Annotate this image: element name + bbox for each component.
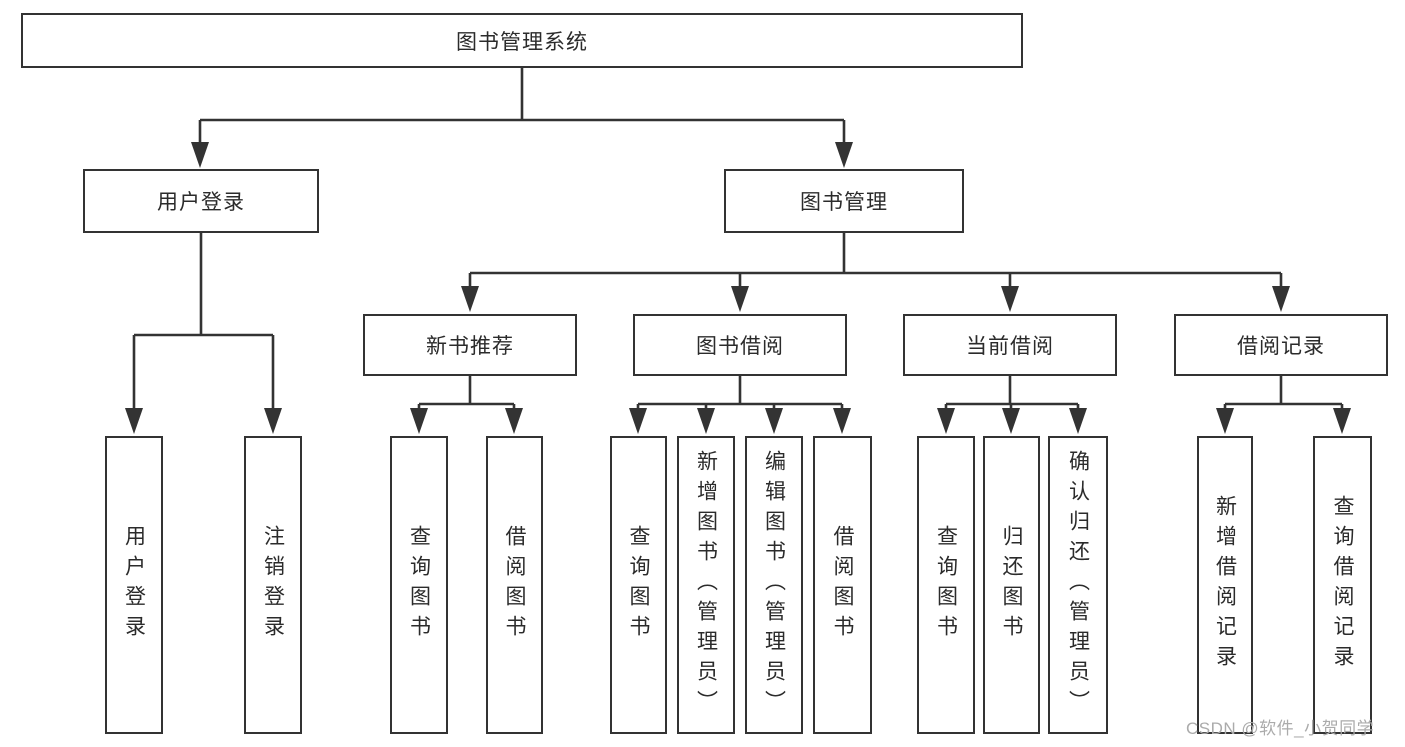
arrowhead-down-icon (264, 408, 282, 434)
leaf-bor-add-book: 新增图书（管理员） (677, 436, 735, 734)
leaf-rb-add-record: 新增借阅记录 (1197, 436, 1253, 734)
leaf-cur-confirm-return-label: 确认归还（管理员） (1066, 450, 1090, 720)
leaf-rec-borrow-book-label: 借阅图书 (503, 525, 526, 645)
node-borrow-record-label: 借阅记录 (1237, 335, 1325, 358)
csdn-watermark: CSDN @软件_小贺同学 (1186, 719, 1375, 738)
arrowhead-down-icon (1333, 408, 1351, 434)
leaf-cur-query-book-label: 查询图书 (934, 525, 958, 645)
arrowhead-down-icon (461, 286, 479, 312)
connector-borrow-record-children (1216, 376, 1351, 434)
node-book-borrow: 图书借阅 (633, 314, 847, 376)
node-user-login-label: 用户登录 (157, 191, 245, 214)
leaf-bor-borrow-book-label: 借阅图书 (831, 525, 854, 645)
node-root: 图书管理系统 (21, 13, 1023, 68)
connector-user-login-children (125, 233, 282, 434)
connector-root-to-level2 (191, 68, 853, 168)
leaf-logout-label: 注销登录 (261, 525, 285, 645)
connector-book-mgmt-children (461, 233, 1290, 312)
node-book-mgmt-label: 图书管理 (800, 191, 888, 214)
connector-current-borrow-children (937, 376, 1087, 434)
leaf-user-login-label: 用户登录 (122, 525, 146, 645)
leaf-bor-edit-book-label: 编辑图书（管理员） (762, 450, 786, 720)
arrowhead-down-icon (833, 408, 851, 434)
arrowhead-down-icon (765, 408, 783, 434)
leaf-bor-add-book-label: 新增图书（管理员） (694, 450, 718, 720)
arrowhead-down-icon (125, 408, 143, 434)
arrowhead-down-icon (1272, 286, 1290, 312)
leaf-rb-query-record-label: 查询借阅记录 (1331, 495, 1354, 675)
leaf-bor-query-book-label: 查询图书 (627, 525, 650, 645)
node-root-label: 图书管理系统 (456, 30, 588, 54)
arrowhead-down-icon (629, 408, 647, 434)
arrowhead-down-icon (505, 408, 523, 434)
arrowhead-down-icon (731, 286, 749, 312)
node-current-borrow: 当前借阅 (903, 314, 1117, 376)
leaf-rb-add-record-label: 新增借阅记录 (1213, 495, 1237, 675)
leaf-bor-query-book: 查询图书 (610, 436, 667, 734)
node-book-mgmt: 图书管理 (724, 169, 964, 233)
node-new-book-rec: 新书推荐 (363, 314, 577, 376)
arrowhead-down-icon (1069, 408, 1087, 434)
leaf-cur-confirm-return: 确认归还（管理员） (1048, 436, 1108, 734)
arrowhead-down-icon (191, 142, 209, 168)
leaf-rec-borrow-book: 借阅图书 (486, 436, 543, 734)
arrowhead-down-icon (1001, 286, 1019, 312)
arrowhead-down-icon (1216, 408, 1234, 434)
arrowhead-down-icon (1002, 408, 1020, 434)
arrowhead-down-icon (937, 408, 955, 434)
node-user-login: 用户登录 (83, 169, 319, 233)
leaf-rec-query-book-label: 查询图书 (407, 525, 431, 645)
node-book-borrow-label: 图书借阅 (696, 335, 784, 358)
connector-book-borrow-children (629, 376, 851, 434)
leaf-cur-query-book: 查询图书 (917, 436, 975, 734)
node-current-borrow-label: 当前借阅 (966, 335, 1054, 358)
node-new-book-rec-label: 新书推荐 (426, 335, 514, 358)
connector-new-book-rec-children (410, 376, 523, 434)
node-borrow-record: 借阅记录 (1174, 314, 1388, 376)
leaf-user-login: 用户登录 (105, 436, 163, 734)
leaf-bor-edit-book: 编辑图书（管理员） (745, 436, 803, 734)
arrowhead-down-icon (410, 408, 428, 434)
leaf-rec-query-book: 查询图书 (390, 436, 448, 734)
arrowhead-down-icon (835, 142, 853, 168)
leaf-bor-borrow-book: 借阅图书 (813, 436, 872, 734)
arrowhead-down-icon (697, 408, 715, 434)
leaf-cur-return-book-label: 归还图书 (1000, 525, 1023, 645)
leaf-rb-query-record: 查询借阅记录 (1313, 436, 1372, 734)
leaf-logout: 注销登录 (244, 436, 302, 734)
leaf-cur-return-book: 归还图书 (983, 436, 1040, 734)
